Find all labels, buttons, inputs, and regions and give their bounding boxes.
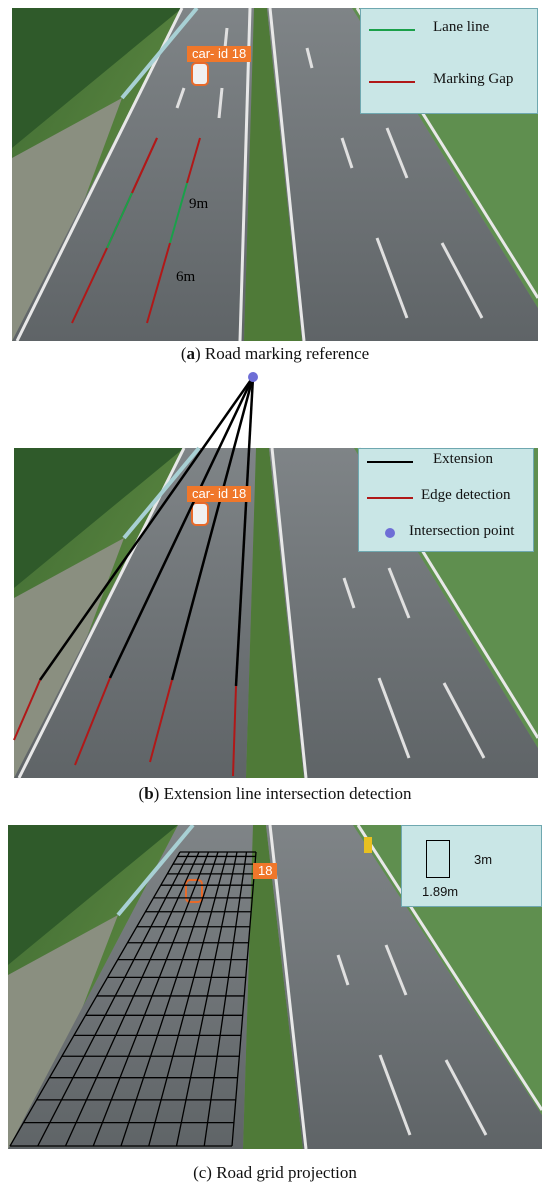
road-grid bbox=[9, 851, 257, 1147]
measure-label-9m: 9m bbox=[189, 196, 209, 212]
legend-item-lane-line: Lane line bbox=[361, 19, 537, 39]
legend-item-intersection-point: Intersection point bbox=[359, 523, 533, 543]
legend-item-edge-detection: Edge detection bbox=[359, 487, 533, 507]
car-id-label: car- id 18 bbox=[187, 486, 252, 502]
road-photo-b bbox=[13, 372, 540, 779]
legend-item-extension: Extension bbox=[359, 451, 533, 471]
legend-swatch-extension bbox=[367, 461, 413, 463]
legend-a: Lane line Marking Gap bbox=[360, 8, 538, 114]
photo-panel-c: 18 3m 1.89m bbox=[8, 825, 542, 1149]
cell-height-label: 3m bbox=[474, 852, 493, 867]
cell-width-label: 1.89m bbox=[422, 884, 459, 899]
caption-c: (c) Road grid projection bbox=[193, 1163, 357, 1182]
legend-b: Extension Edge detection Intersection po… bbox=[358, 448, 534, 552]
legend-item-marking-gap: Marking Gap bbox=[361, 71, 537, 91]
intersection-point bbox=[248, 372, 258, 382]
legend-swatch-intersection-point bbox=[385, 528, 395, 538]
caption-b: (b) Extension line intersection detectio… bbox=[138, 784, 412, 803]
grid-cell-symbol bbox=[426, 840, 450, 878]
car-id-label: 18 bbox=[253, 863, 278, 879]
caption-a: (a) Road marking reference bbox=[180, 344, 370, 363]
legend-swatch-edge-detection bbox=[367, 497, 413, 499]
grid-scale-legend: 3m 1.89m bbox=[401, 825, 542, 907]
legend-swatch-marking-gap bbox=[369, 81, 415, 83]
photo-panel-b: car- id 18 Extension Edge detection Inte… bbox=[0, 370, 550, 780]
measure-label-6m: 6m bbox=[176, 269, 196, 285]
legend-swatch-lane-line bbox=[369, 29, 415, 31]
car-id-label: car- id 18 bbox=[187, 46, 252, 62]
photo-panel-a: car- id 18 9m 6m Lane line Marking Gap bbox=[12, 8, 538, 341]
road-photo-c bbox=[8, 825, 542, 1149]
